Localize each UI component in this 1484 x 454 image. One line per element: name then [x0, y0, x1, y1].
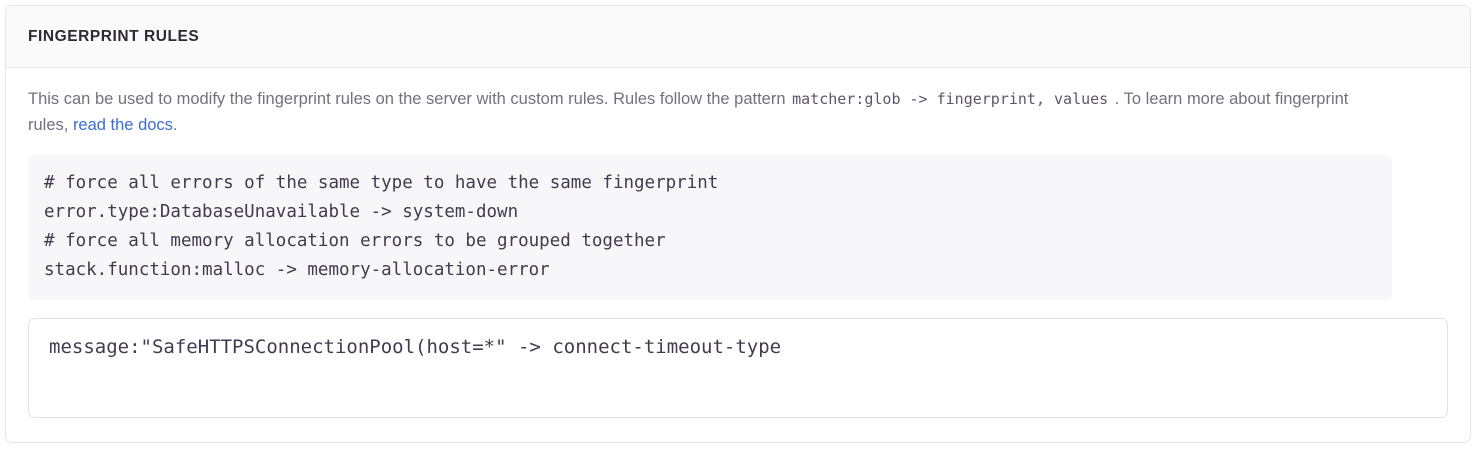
- inline-code-pattern: matcher:glob -> fingerprint, values: [792, 90, 1109, 108]
- panel-header: FINGERPRINT RULES: [6, 6, 1470, 68]
- description-part-2: . To learn more about fingerprint rules,: [28, 90, 1349, 134]
- fingerprint-rules-input[interactable]: [28, 318, 1448, 418]
- description-text: This can be used to modify the fingerpri…: [28, 86, 1376, 138]
- description-part-1: This can be used to modify the fingerpri…: [28, 90, 791, 108]
- page-title: FINGERPRINT RULES: [28, 27, 200, 45]
- fingerprint-rules-panel: FINGERPRINT RULES This can be used to mo…: [5, 5, 1471, 443]
- read-the-docs-link[interactable]: read the docs: [72, 116, 173, 134]
- example-rules-code-block: # force all errors of the same type to h…: [28, 155, 1392, 300]
- panel-body: This can be used to modify the fingerpri…: [6, 68, 1470, 418]
- description-part-3: .: [172, 116, 178, 134]
